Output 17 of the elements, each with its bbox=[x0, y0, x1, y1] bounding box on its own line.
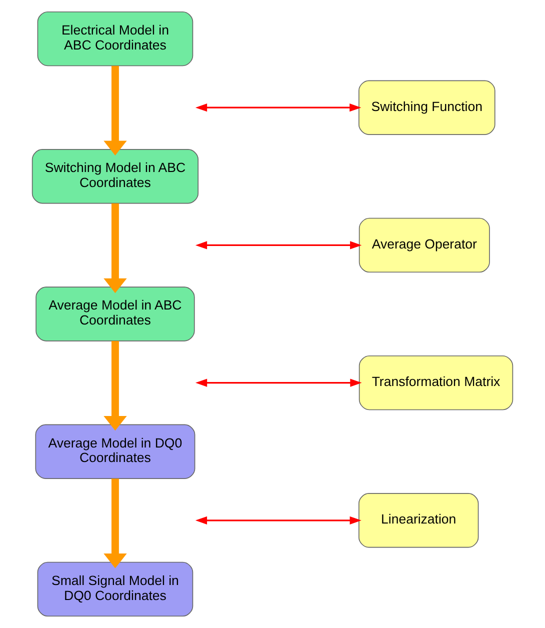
node-box: Small Signal Model in DQ0 Coordinates bbox=[37, 562, 194, 617]
node-box: Average Model in DQ0 Coordinates bbox=[35, 424, 196, 479]
node-box: Electrical Model in ABC Coordinates bbox=[37, 11, 194, 66]
arrow bbox=[195, 104, 362, 112]
arrow bbox=[195, 241, 362, 250]
node-box: Average Model in ABC Coordinates bbox=[36, 286, 195, 342]
node-box: Transformation Matrix bbox=[358, 355, 514, 410]
arrow bbox=[104, 66, 127, 156]
node-box: Average Operator bbox=[358, 218, 490, 273]
arrow bbox=[195, 378, 362, 387]
arrow bbox=[104, 203, 127, 294]
node-box: Switching Model in ABC Coordinates bbox=[32, 149, 199, 204]
node-box: Switching Function bbox=[358, 80, 496, 135]
arrow bbox=[104, 478, 127, 568]
arrow bbox=[104, 341, 127, 431]
arrow bbox=[195, 516, 362, 524]
node-box: Linearization bbox=[358, 493, 479, 548]
